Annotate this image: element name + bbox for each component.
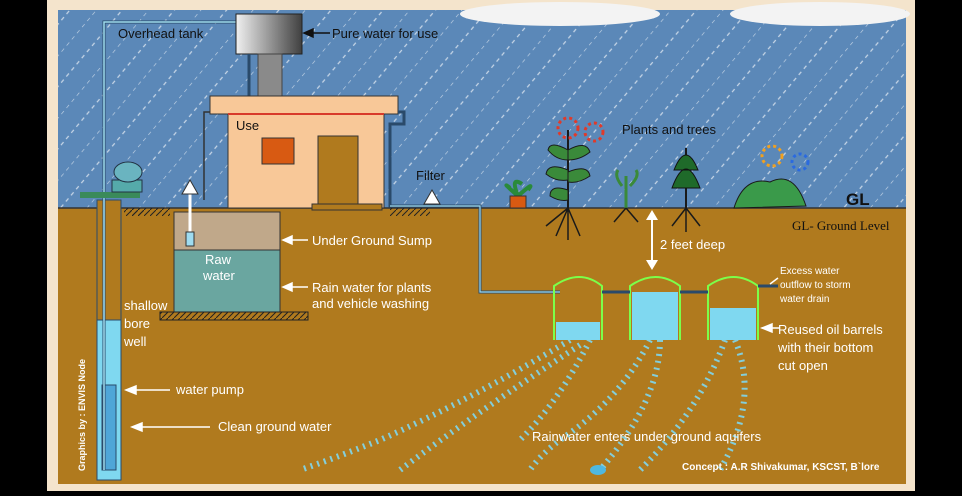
ground-hatch <box>390 208 430 216</box>
label-pure-water: Pure water for use <box>332 26 439 41</box>
label-gl: GL <box>846 190 870 209</box>
pump-motor <box>113 161 143 183</box>
label-plants-trees: Plants and trees <box>622 122 716 137</box>
barrel <box>707 276 759 340</box>
ground-hatch <box>130 208 170 216</box>
label-excess-2: outflow to storm <box>780 280 851 291</box>
label-shallow: shallow <box>124 298 168 313</box>
filter-icon <box>423 188 441 205</box>
house-step <box>311 203 383 211</box>
sump-pipe-end <box>185 231 195 247</box>
sump-vent-cap <box>181 178 199 195</box>
label-use: Use <box>236 118 260 133</box>
depth-arrow-head <box>646 210 658 220</box>
sump-base <box>159 311 309 321</box>
barrel <box>553 276 603 340</box>
label-bore: bore <box>124 316 151 331</box>
label-gl-ground-level: GL- Ground Level <box>792 218 890 233</box>
label-barrels-1: Reused oil barrels <box>778 322 883 337</box>
concept-credit: Concept : A.R Shivakumar, KSCST, B`lore <box>682 462 880 473</box>
label-overhead-tank: Overhead tank <box>118 26 204 41</box>
label-rain-water-1: Rain water for plants <box>312 280 432 295</box>
label-barrels-3: cut open <box>778 358 828 373</box>
label-clean-ground-water: Clean ground water <box>218 419 332 434</box>
graphics-credit: Graphics by : ENVIS Node <box>77 358 87 471</box>
label-two-feet-deep: 2 feet deep <box>660 237 726 252</box>
depth-arrow-head <box>646 260 658 270</box>
label-excess-3: water drain <box>780 294 830 305</box>
percolation-streams <box>299 337 748 473</box>
house-roof <box>209 95 399 115</box>
label-rainwater-aquifers: Rainwater enters under ground aquifers <box>532 429 762 444</box>
label-under-ground-sump: Under Ground Sump <box>312 233 432 248</box>
barrel <box>629 276 681 340</box>
pump-platform <box>80 192 140 198</box>
bore-well-upper <box>96 199 122 321</box>
house-door <box>317 135 359 209</box>
overhead-tank <box>235 13 303 55</box>
house-window <box>261 137 295 165</box>
label-arrows <box>123 27 780 433</box>
label-rain-water-2: and vehicle washing <box>312 296 430 311</box>
rain-streaks <box>58 10 906 210</box>
gutter-left <box>203 111 210 200</box>
plants <box>504 116 810 240</box>
label-barrels-2: with their bottom <box>778 340 874 355</box>
aquifer-drop <box>590 465 606 475</box>
gutter-pipe-inner <box>390 205 560 293</box>
label-water-pump: water pump <box>176 382 244 397</box>
label-raw-water-1: Raw <box>205 252 232 267</box>
sump-water <box>173 249 281 313</box>
cloud <box>460 2 660 26</box>
label-filter: Filter <box>416 168 445 183</box>
rising-pipe-inner <box>103 21 240 470</box>
cloud <box>730 2 910 26</box>
tank-stand <box>257 53 283 97</box>
label-excess-1: Excess water <box>780 266 840 277</box>
label-well: well <box>124 334 147 349</box>
label-raw-water-2: water <box>203 268 235 283</box>
